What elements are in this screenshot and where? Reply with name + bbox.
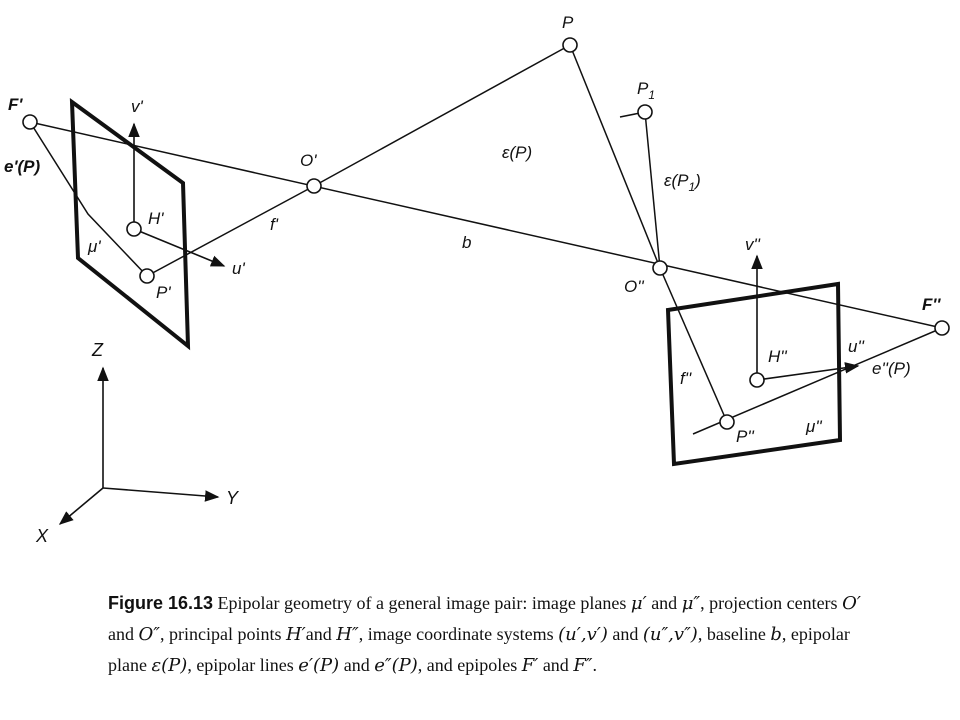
label-p1img: P'	[156, 283, 171, 302]
caption-math: ε(P)	[151, 655, 188, 676]
label-o1: O'	[300, 151, 317, 170]
label-x: X	[35, 526, 49, 546]
point-p2img	[719, 414, 735, 430]
caption-figure-number: Figure 16.13	[108, 593, 214, 613]
label-e2: e''(P)	[872, 359, 911, 378]
caption-text: and	[646, 593, 682, 613]
image-plane-left	[69, 97, 191, 351]
epipolar-line-right	[692, 327, 943, 435]
ray-o1-pimg	[146, 185, 315, 277]
label-f2-focal: f''	[680, 369, 692, 388]
label-u2: u''	[848, 337, 865, 356]
label-f2: F''	[922, 295, 941, 314]
label-p2img: P''	[736, 427, 755, 446]
label-h1: H'	[148, 209, 164, 228]
label-eps: ε(P)	[502, 143, 532, 162]
caption-math: H′	[285, 624, 306, 645]
caption-math: μ′	[630, 593, 647, 614]
caption-text: and	[607, 624, 643, 644]
ray-o2-pimg	[659, 267, 728, 423]
label-v1: v'	[131, 97, 144, 116]
label-h2: H''	[768, 347, 788, 366]
figure-caption: Figure 16.13 Epipolar geometry of a gene…	[108, 588, 868, 681]
label-u1: u'	[232, 259, 245, 278]
caption-math: H″	[336, 624, 359, 645]
u2-axis-arrow	[756, 362, 860, 381]
epipolar-geometry-diagram: F' e'(P) v' H' μ' P' u' f' O' P ε(P) b P…	[4, 13, 950, 546]
caption-text: , principal points	[159, 624, 286, 644]
caption-math: F′	[521, 655, 539, 676]
caption-math: O″	[138, 624, 160, 645]
label-b: b	[462, 233, 471, 252]
caption-text: and	[339, 655, 375, 675]
point-h2	[749, 372, 765, 388]
caption-text: , epipolar lines	[187, 655, 299, 675]
u1-axis-arrow	[133, 228, 226, 267]
ray-p-o2	[569, 44, 661, 269]
caption-math: F″	[573, 655, 593, 676]
label-y: Y	[226, 488, 240, 508]
label-mu1: μ'	[87, 237, 101, 256]
label-f1-focal: f'	[270, 215, 279, 234]
point-o2	[652, 260, 668, 276]
label-o2: O''	[624, 277, 644, 296]
caption-math: (u′,v′)	[558, 624, 608, 645]
point-h1	[126, 221, 142, 237]
ray-o2-p1	[644, 111, 661, 269]
caption-math: b	[770, 624, 782, 645]
caption-math: μ″	[681, 593, 701, 614]
caption-text: and	[538, 655, 574, 675]
caption-text: , image coordinate systems	[358, 624, 559, 644]
point-f2	[934, 320, 950, 336]
y-axis-arrow	[102, 487, 220, 502]
caption-text: , epipolar plane	[108, 624, 850, 675]
caption-text: , projection centers	[700, 593, 843, 613]
caption-text: Epipolar geometry of a general image pai…	[213, 593, 631, 613]
caption-text: , and epipoles	[417, 655, 522, 675]
x-axis-arrow	[58, 487, 104, 525]
point-o1	[306, 178, 322, 194]
epipolar-line-left	[29, 121, 148, 277]
label-mu2: μ''	[805, 417, 823, 436]
label-p: P	[562, 13, 574, 32]
caption-math: (u″,v″)	[642, 624, 698, 645]
caption-text: and	[108, 624, 139, 644]
point-p1	[637, 104, 653, 120]
point-p	[562, 37, 578, 53]
label-z: Z	[91, 340, 104, 360]
p1-tick	[619, 112, 641, 118]
label-eps1: ε(P1)	[664, 171, 701, 194]
caption-text: and	[305, 624, 337, 644]
caption-text: .	[592, 655, 598, 675]
label-e1: e'(P)	[4, 157, 40, 176]
label-f1: F'	[8, 95, 23, 114]
image-plane-right	[665, 281, 843, 467]
caption-math: O′	[842, 593, 861, 614]
caption-math: e′(P)	[298, 655, 340, 676]
point-f1	[22, 114, 38, 130]
label-pone: P1	[637, 79, 655, 102]
point-p1img	[139, 268, 155, 284]
baseline-line	[29, 121, 943, 329]
caption-text: , baseline	[697, 624, 771, 644]
ray-o1-p	[313, 44, 571, 187]
caption-math: e″(P)	[374, 655, 418, 676]
label-v2: v''	[745, 235, 761, 254]
